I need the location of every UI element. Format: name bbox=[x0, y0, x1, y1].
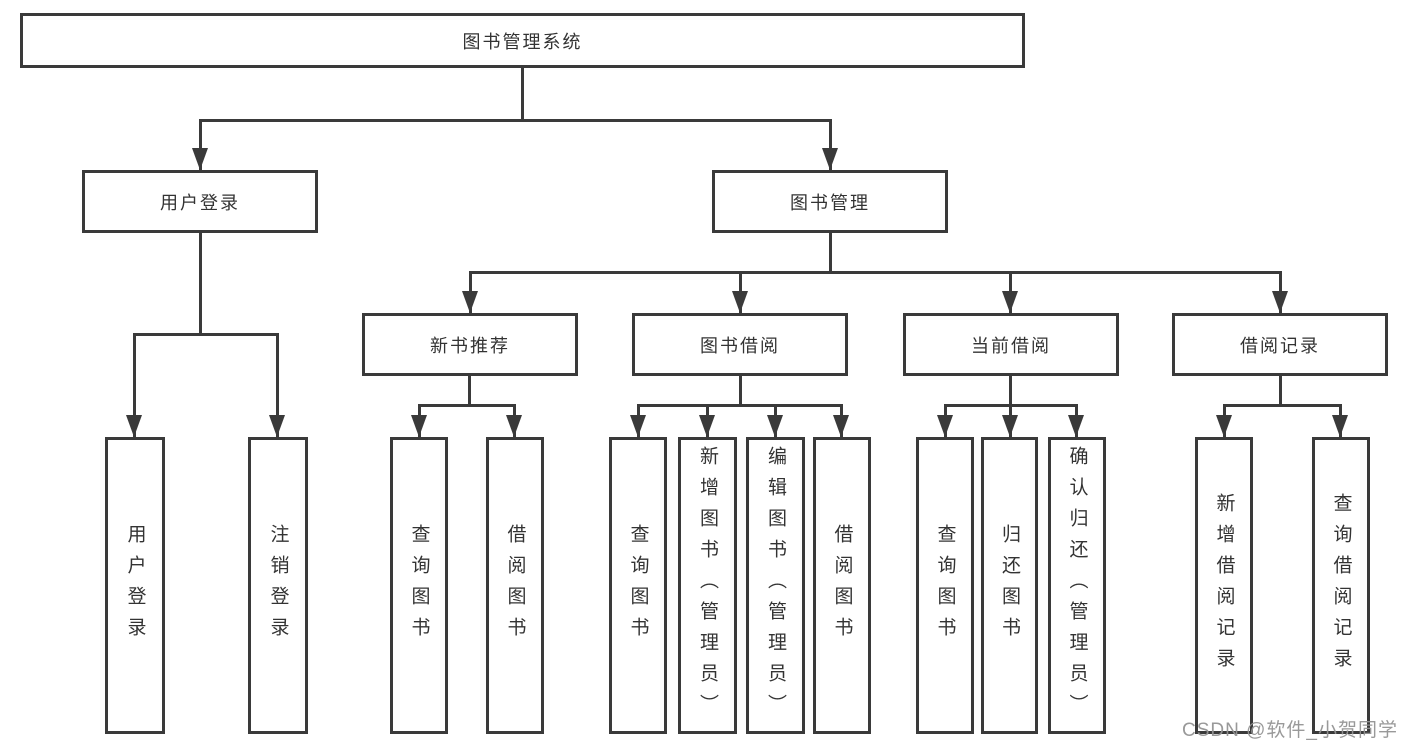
node-leaf-confirm-return-admin: 确认归还（管理员） bbox=[1048, 437, 1106, 734]
connector-new-book-stem bbox=[468, 376, 471, 407]
connector-user-login-stem bbox=[199, 233, 202, 336]
arrowhead-down-icon bbox=[1068, 415, 1084, 437]
node-leaf-add-books-admin: 新增图书（管理员） bbox=[678, 437, 737, 734]
node-user-login: 用户登录 bbox=[82, 170, 318, 233]
node-leaf-add-borrow-record: 新增借阅记录 bbox=[1195, 437, 1253, 734]
node-leaf-borrow-books-recommend: 借阅图书 bbox=[486, 437, 544, 734]
connector-borrow-record-stem bbox=[1279, 376, 1282, 407]
connector-root-rail bbox=[199, 119, 831, 122]
connector-user-login-rail bbox=[133, 333, 279, 336]
connector-new-book-rail bbox=[418, 404, 516, 407]
arrowhead-down-icon bbox=[126, 415, 142, 437]
node-label: 借阅图书 bbox=[831, 523, 853, 648]
connector-drop-leaf-user-login bbox=[133, 333, 136, 437]
connector-drop-leaf-logout bbox=[276, 333, 279, 437]
arrowhead-down-icon bbox=[411, 415, 427, 437]
node-label: 图书管理 bbox=[790, 192, 870, 213]
arrowhead-down-icon bbox=[462, 291, 478, 313]
arrowhead-down-icon bbox=[767, 415, 783, 437]
connector-drop-book-management bbox=[829, 119, 832, 170]
node-label: 查询图书 bbox=[627, 523, 649, 648]
node-leaf-query-books-borrow: 查询图书 bbox=[609, 437, 667, 734]
arrowhead-down-icon bbox=[1216, 415, 1232, 437]
node-label: 用户登录 bbox=[160, 192, 240, 213]
connector-root-stem bbox=[521, 68, 524, 122]
node-label: 查询图书 bbox=[408, 523, 430, 648]
node-leaf-user-login: 用户登录 bbox=[105, 437, 165, 734]
node-new-book-recommendation: 新书推荐 bbox=[362, 313, 578, 376]
arrowhead-down-icon bbox=[506, 415, 522, 437]
node-library-management-system: 图书管理系统 bbox=[20, 13, 1025, 68]
node-label: 新增借阅记录 bbox=[1213, 492, 1235, 679]
node-label: 新书推荐 bbox=[430, 335, 510, 356]
arrowhead-down-icon bbox=[1002, 291, 1018, 313]
arrowhead-down-icon bbox=[732, 291, 748, 313]
connector-borrow-record-rail bbox=[1223, 404, 1342, 407]
node-book-management: 图书管理 bbox=[712, 170, 948, 233]
node-current-borrowing: 当前借阅 bbox=[903, 313, 1119, 376]
node-leaf-query-books-current: 查询图书 bbox=[916, 437, 974, 734]
node-leaf-edit-books-admin: 编辑图书（管理员） bbox=[746, 437, 805, 734]
node-label: 图书借阅 bbox=[700, 335, 780, 356]
node-leaf-return-books: 归还图书 bbox=[981, 437, 1038, 734]
node-label: 新增图书（管理员） bbox=[697, 446, 718, 725]
arrowhead-down-icon bbox=[1272, 291, 1288, 313]
arrowhead-down-icon bbox=[822, 148, 838, 170]
node-leaf-query-books-recommend: 查询图书 bbox=[390, 437, 448, 734]
node-label: 查询借阅记录 bbox=[1330, 492, 1352, 679]
node-label: 用户登录 bbox=[124, 523, 146, 648]
connector-drop-user-login bbox=[199, 119, 202, 170]
arrowhead-down-icon bbox=[1002, 415, 1018, 437]
node-label: 归还图书 bbox=[999, 523, 1020, 648]
connector-book-borrow-rail bbox=[637, 404, 843, 407]
node-borrowing-records: 借阅记录 bbox=[1172, 313, 1388, 376]
arrowhead-down-icon bbox=[937, 415, 953, 437]
node-label: 查询图书 bbox=[934, 523, 956, 648]
node-label: 编辑图书（管理员） bbox=[765, 446, 786, 725]
node-label: 借阅记录 bbox=[1240, 335, 1320, 356]
node-leaf-logout: 注销登录 bbox=[248, 437, 308, 734]
connector-current-borrow-stem bbox=[1009, 376, 1012, 407]
csdn-watermark: CSDN @软件_小贺同学 bbox=[1182, 720, 1398, 741]
arrowhead-down-icon bbox=[269, 415, 285, 437]
arrowhead-down-icon bbox=[630, 415, 646, 437]
node-book-borrowing: 图书借阅 bbox=[632, 313, 848, 376]
connector-book-management-stem bbox=[829, 233, 832, 274]
node-label: 确认归还（管理员） bbox=[1066, 446, 1088, 725]
arrowhead-down-icon bbox=[1332, 415, 1348, 437]
connector-book-borrow-stem bbox=[739, 376, 742, 407]
connector-book-management-rail bbox=[469, 271, 1281, 274]
arrowhead-down-icon bbox=[699, 415, 715, 437]
arrowhead-down-icon bbox=[192, 148, 208, 170]
node-label: 当前借阅 bbox=[971, 335, 1051, 356]
node-label: 借阅图书 bbox=[504, 523, 526, 648]
node-label: 注销登录 bbox=[267, 523, 289, 648]
node-leaf-borrow-books: 借阅图书 bbox=[813, 437, 871, 734]
arrowhead-down-icon bbox=[833, 415, 849, 437]
node-label: 图书管理系统 bbox=[462, 31, 583, 52]
node-leaf-query-borrow-record: 查询借阅记录 bbox=[1312, 437, 1370, 734]
